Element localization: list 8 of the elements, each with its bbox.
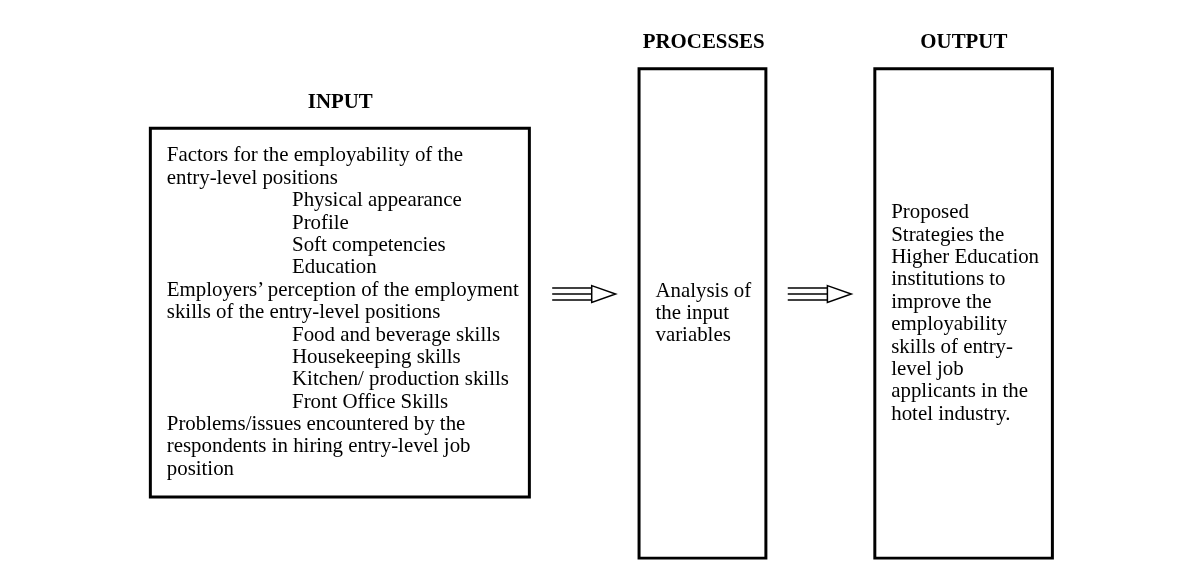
node-box: Factors for the employability of the entry-level positions Physical appearance Profile Soft competencies Education Employers’ perception of the employment skills of the entry-level positions Food and beverage skills Housekeeping skills Kitchen/ production skills Front Office Skills Problems/issues encountered by the respondents in hiring entry-level job position: [148, 126, 531, 499]
arrow: [551, 284, 618, 304]
arrow: [787, 284, 854, 304]
node-label: INPUT: [307, 88, 373, 113]
node-label: OUTPUT: [920, 29, 1008, 54]
node-label: PROCESSES: [642, 29, 765, 54]
node-box: Analysis of the input variables: [637, 67, 768, 560]
node-box: Proposed Strategies the Higher Education institutions to improve the employability skills of entry-level job applicants in the hotel industry.: [873, 67, 1054, 560]
